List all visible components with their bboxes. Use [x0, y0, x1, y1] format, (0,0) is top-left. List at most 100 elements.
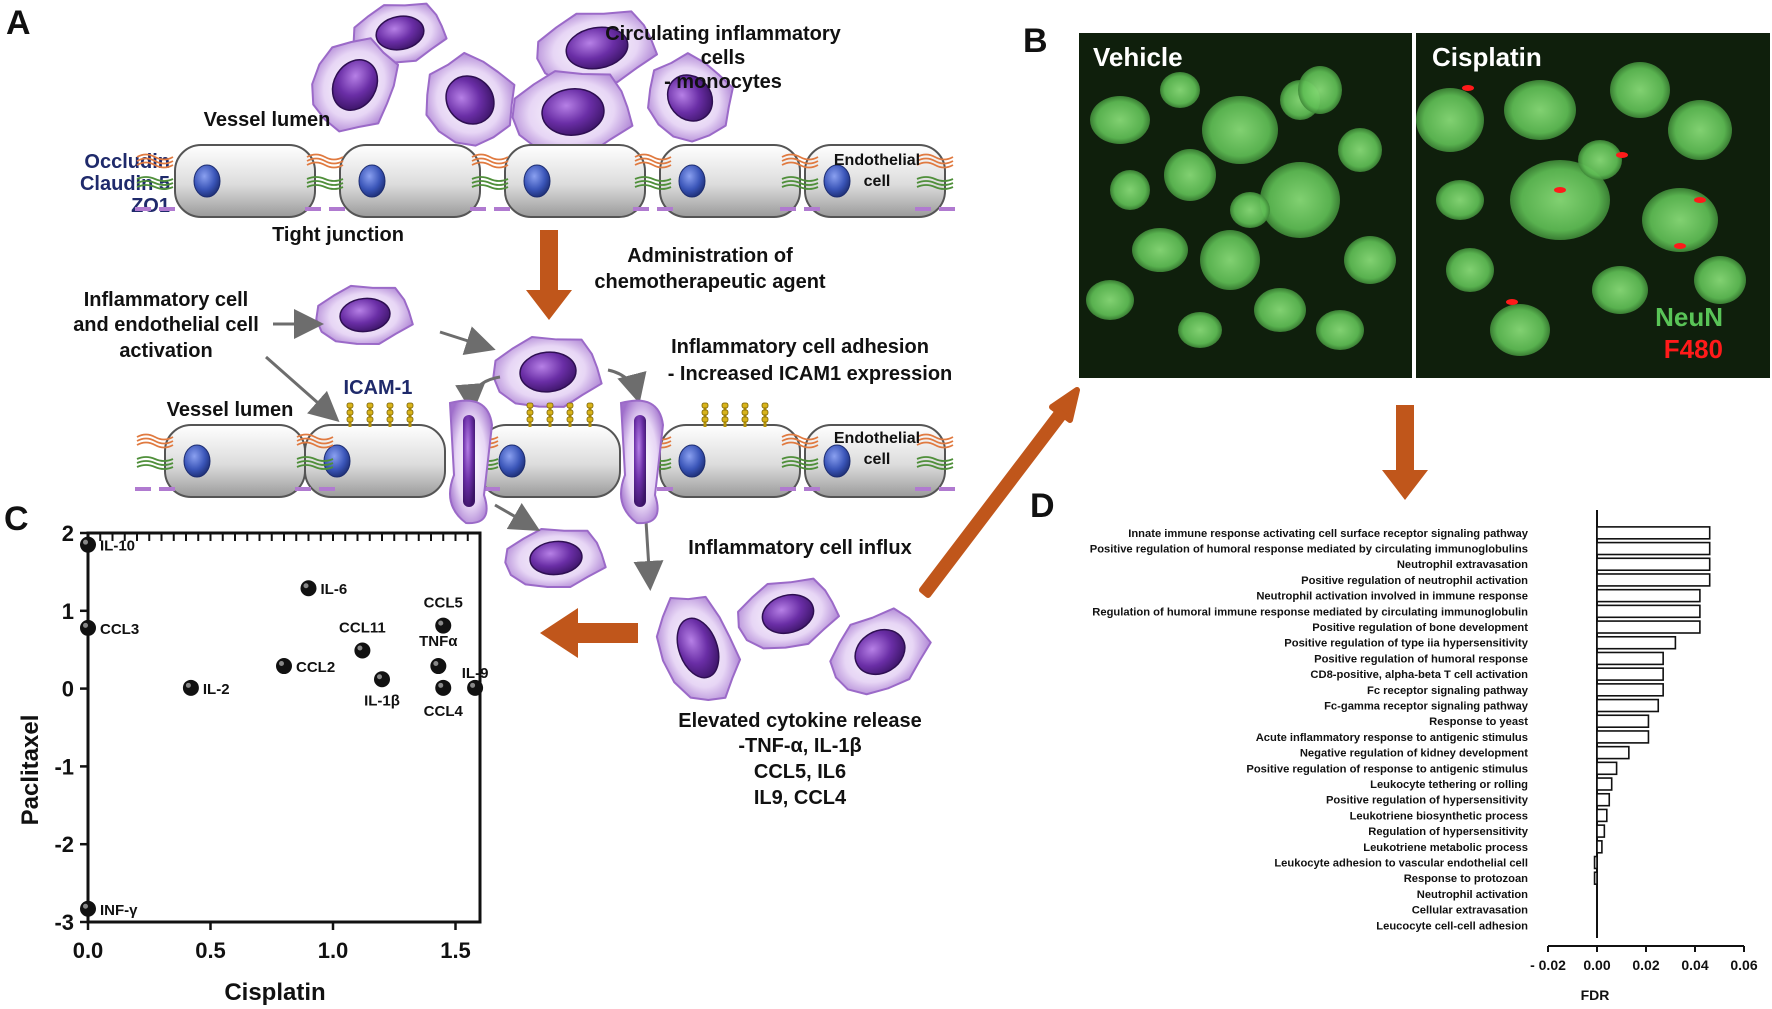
tight-junction [135, 153, 175, 211]
claudin-strand [296, 464, 334, 470]
occludin-strand [634, 161, 672, 169]
zo1-bar [484, 487, 500, 491]
occludin-strand [306, 161, 344, 169]
scatter-point [435, 679, 452, 696]
neuron [1254, 288, 1306, 332]
endothelial-cell-bottom-label-line1: Endothelial [834, 430, 920, 447]
scatter-y-tick-label: 1 [62, 599, 74, 624]
bar-category-label: Regulation of hypersensitivity [1368, 826, 1529, 838]
scatter-point-label: IL-9 [462, 665, 489, 682]
zo1-bar [780, 207, 796, 211]
fdr-bar [1596, 824, 1606, 838]
endothelial-nucleus [183, 444, 211, 478]
claudin-strand [916, 180, 954, 186]
bar-category-label: Innate immune response activating cell s… [1128, 528, 1529, 540]
bar-category-label: Positive regulation of humoral response [1314, 653, 1528, 665]
f480-macrophage [1506, 299, 1518, 305]
tight-junction [633, 153, 673, 211]
monocyte-nucleus [339, 297, 391, 333]
f480-macrophage [1616, 152, 1628, 158]
scatter-point-highlight [377, 674, 382, 680]
neuron [1490, 304, 1550, 356]
monocyte-nucleus [375, 15, 425, 51]
icam1-domain [526, 409, 534, 416]
monocyte-nucleus [519, 351, 577, 393]
neuron [1446, 248, 1494, 292]
icam1-domain [741, 416, 749, 423]
occludin-strand [916, 441, 954, 449]
zo1-bar [470, 207, 486, 211]
scatter-point-highlight [433, 661, 439, 667]
monocyte-nucleus [854, 628, 906, 676]
fdr-bar [1593, 855, 1598, 870]
endothelial-nucleus [823, 164, 851, 198]
f480-macrophage [1462, 85, 1474, 91]
circulating-monocytes-group [311, 2, 932, 702]
cytokine-label-line3: CCL5, IL6 [754, 761, 846, 783]
scatter-x-tick-label: 0.0 [73, 938, 104, 963]
monocyte-nucleus [529, 540, 583, 576]
icam1-domain [721, 402, 729, 409]
bar-x-label: FDR [1581, 987, 1610, 1003]
cytokine-label-line2: -TNF-α, IL-1β [738, 735, 861, 757]
neuron [1338, 128, 1382, 172]
icam1-domain [386, 416, 394, 423]
fdr-bar [1596, 777, 1613, 791]
monocyte-influx-left [504, 527, 607, 588]
bar-category-label: Acute inflammatory response to antigenic… [1256, 732, 1528, 744]
icam1-domain [406, 416, 414, 423]
fdr-bar [1596, 541, 1711, 556]
occludin-strand [634, 153, 672, 161]
claudin-strand [296, 460, 334, 466]
neuron [1298, 66, 1342, 114]
bar-category-label: Positive regulation of neutrophil activa… [1301, 575, 1528, 587]
fdr-bar [1596, 573, 1711, 587]
icam1-domain [566, 416, 574, 423]
neun-label: NeuN [1655, 302, 1723, 332]
claudin-strand [136, 184, 174, 190]
monocyte-3 [311, 37, 400, 133]
adhesion-label-line2: - Increased ICAM1 expression [668, 363, 953, 385]
tight-junction [780, 153, 820, 211]
activation-label-line2: and endothelial cell [73, 314, 259, 336]
scatter-point-label: CCL5 [424, 595, 463, 612]
scatter-point-label: CCL4 [424, 703, 464, 720]
claudin-strand [781, 464, 819, 470]
bar-category-label: Response to protozoan [1404, 873, 1528, 885]
fdr-bar [1596, 745, 1630, 760]
neuron-cells [1086, 62, 1746, 356]
monocyte-nucleus [541, 88, 605, 136]
endothelial-nucleus [523, 164, 551, 198]
fdr-bar [1596, 526, 1711, 540]
occludin-strand [136, 157, 174, 165]
scatter-y-label: Paclitaxel [17, 715, 44, 826]
scatter-point [80, 900, 96, 917]
icam1-receptor [526, 402, 534, 427]
claudin-strand [916, 184, 954, 190]
bar-category-label: Response to yeast [1429, 716, 1528, 728]
claudin-strand [471, 176, 509, 182]
neuron [1578, 140, 1622, 180]
icam1-domain [741, 409, 749, 416]
scatter-point-highlight [303, 583, 309, 589]
endothelial-nucleus [358, 164, 386, 198]
f480-macrophage [1674, 243, 1686, 249]
neuron [1592, 266, 1648, 314]
neuron [1610, 62, 1670, 118]
bar-category-label: Positive regulation of bone development [1312, 622, 1528, 634]
claudin-strand [471, 180, 509, 186]
icam1-domain [586, 409, 594, 416]
fdr-bar [1596, 714, 1650, 728]
icam1-domain [586, 416, 594, 423]
scatter-y-tick-label: 2 [62, 521, 74, 546]
neuron [1344, 236, 1396, 284]
scatter-point [182, 679, 199, 696]
endothelial-cell-bottom-label-line2: cell [864, 451, 891, 468]
occludin-strand [306, 153, 344, 161]
monocyte-adhering [492, 335, 603, 408]
bar-category-label: Positive regulation of hypersensitivity [1326, 795, 1529, 807]
tight-junction-label: Tight junction [272, 224, 404, 246]
fdr-bar [1596, 792, 1611, 807]
